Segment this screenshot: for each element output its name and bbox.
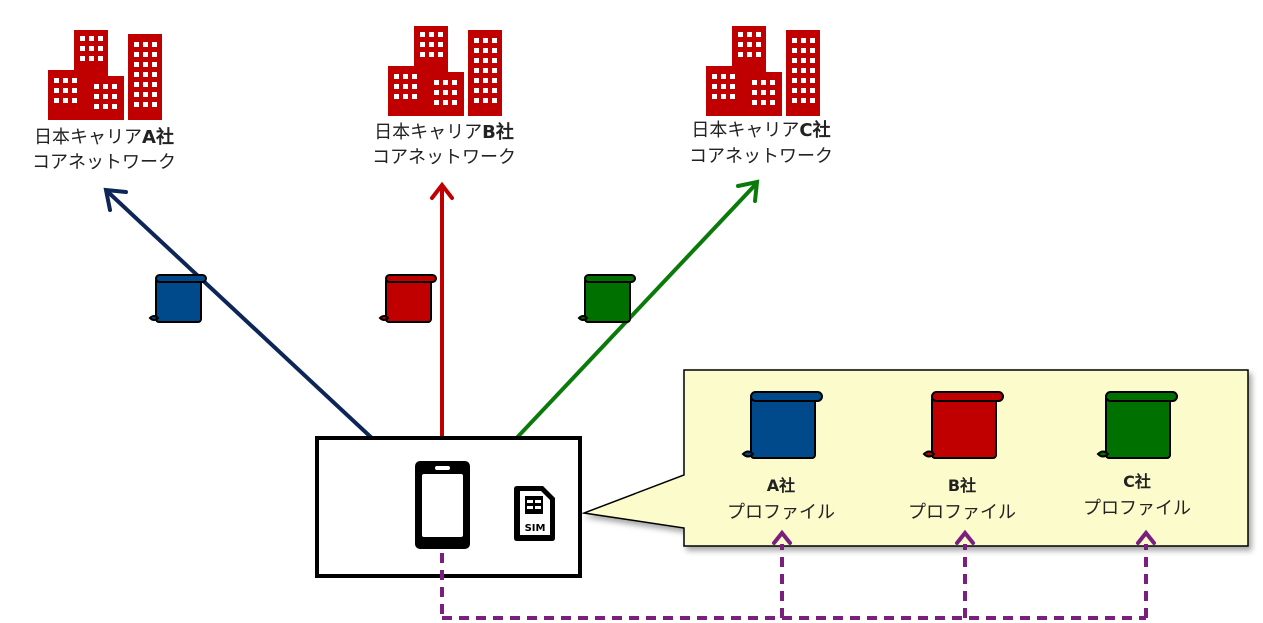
network-label-c: 日本キャリアC社 コアネットワーク	[689, 119, 833, 167]
svg-text:コアネットワーク: コアネットワーク	[32, 152, 176, 173]
svg-text:プロファイル: プロファイル	[908, 502, 1016, 523]
svg-text:日本キャリアB社: 日本キャリアB社	[374, 121, 514, 143]
scroll-icon	[577, 274, 636, 323]
scroll-icon	[148, 274, 207, 323]
profile-b: B社 プロファイル	[908, 391, 1016, 523]
network-label-a: 日本キャリアA社 コアネットワーク	[32, 126, 176, 173]
building-icon	[388, 26, 502, 116]
profile-link-arrowheads	[772, 529, 1156, 545]
network-label-b: 日本キャリアB社 コアネットワーク	[372, 121, 516, 168]
scroll-icon	[741, 391, 823, 459]
svg-text:A社: A社	[767, 476, 795, 495]
arrow-to-network-b	[430, 181, 454, 460]
svg-text:プロファイル: プロファイル	[727, 502, 835, 523]
scroll-icon	[1096, 391, 1178, 459]
scroll-icon	[378, 274, 437, 323]
svg-text:C社: C社	[1123, 472, 1151, 491]
svg-text:日本キャリアA社: 日本キャリアA社	[34, 126, 174, 148]
profile-a: A社 プロファイル	[727, 391, 835, 523]
arrow-to-network-a	[103, 187, 392, 457]
svg-text:プロファイル: プロファイル	[1083, 498, 1191, 519]
building-icon	[706, 26, 820, 116]
building-icon	[48, 30, 162, 120]
smartphone-icon	[415, 461, 470, 549]
svg-text:B社: B社	[948, 476, 976, 495]
svg-text:日本キャリアC社: 日本キャリアC社	[691, 119, 830, 141]
profile-c: C社 プロファイル	[1083, 391, 1191, 519]
profile-link-connector	[440, 544, 1148, 620]
svg-text:コアネットワーク: コアネットワーク	[689, 146, 833, 167]
svg-text:コアネットワーク: コアネットワーク	[372, 147, 516, 168]
svg-text:SIM: SIM	[525, 523, 546, 534]
sim-card-icon: SIM	[514, 486, 555, 541]
scroll-icon	[922, 391, 1004, 459]
